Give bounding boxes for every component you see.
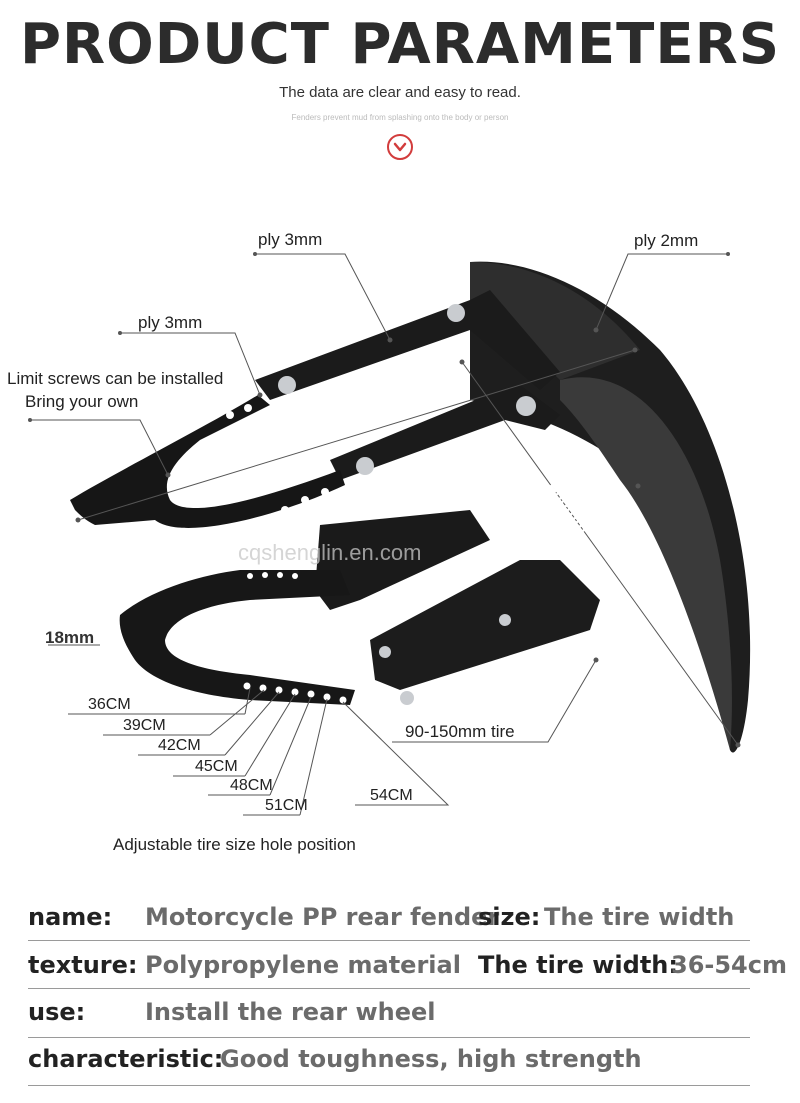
spec-row-name: name: Motorcycle PP rear fender size: Th… bbox=[28, 903, 734, 931]
hole-36-label: 36CM bbox=[88, 696, 131, 713]
width-label: 18mm bbox=[45, 628, 95, 647]
spec-size-value: The tire width bbox=[544, 903, 735, 931]
spec-size-key: size: bbox=[478, 903, 541, 931]
bring-own-label: Bring your own bbox=[25, 392, 139, 411]
hole-51-label: 51CM bbox=[265, 797, 308, 814]
ply-right-label: ply 2mm bbox=[634, 231, 699, 250]
chevron-down-icon[interactable] bbox=[387, 134, 413, 160]
spec-name-key: name: bbox=[28, 903, 113, 931]
spec-divider bbox=[28, 1085, 750, 1086]
fender-diagram bbox=[28, 252, 751, 816]
ply-left-label: ply 3mm bbox=[138, 313, 203, 332]
ply-top-label: ply 3mm bbox=[258, 230, 323, 249]
spec-row-texture: texture: Polypropylene material The tire… bbox=[28, 951, 787, 979]
hole-48-label: 48CM bbox=[230, 777, 273, 794]
spec-texture-value: Polypropylene material bbox=[145, 951, 461, 979]
spec-use-value: Install the rear wheel bbox=[145, 998, 436, 1026]
hole-39-label: 39CM bbox=[123, 717, 166, 734]
limit-screws-label: Limit screws can be installed bbox=[7, 369, 224, 388]
watermark: cqshenglin.en.com bbox=[238, 540, 422, 565]
hole-42-label: 42CM bbox=[158, 737, 201, 754]
spec-row-use: use: Install the rear wheel bbox=[28, 998, 436, 1026]
leader-dots bbox=[28, 252, 741, 748]
leader-lines bbox=[30, 253, 739, 816]
spec-char-value: Good toughness, high strength bbox=[220, 1045, 642, 1073]
spec-name-value: Motorcycle PP rear fender bbox=[145, 903, 500, 931]
page-subtitle: The data are clear and easy to read. bbox=[279, 84, 521, 101]
spec-width-key: The tire width: bbox=[478, 951, 678, 979]
page-note: Fenders prevent mud from splashing onto … bbox=[291, 113, 509, 122]
spec-divider bbox=[28, 940, 750, 941]
hole-caption: Adjustable tire size hole position bbox=[113, 835, 356, 854]
spec-char-key: characteristic: bbox=[28, 1045, 224, 1073]
spec-divider bbox=[28, 1037, 750, 1038]
tire-label: 90-150mm tire bbox=[405, 722, 515, 741]
upper-bracket bbox=[70, 290, 560, 528]
hole-45-label: 45CM bbox=[195, 758, 238, 775]
spec-width-value: 36-54cm bbox=[671, 951, 787, 979]
page-title: PRODUCT PARAMETERS bbox=[19, 12, 781, 77]
spec-divider bbox=[28, 988, 750, 989]
spec-texture-key: texture: bbox=[28, 951, 138, 979]
spec-row-characteristic: characteristic: Good toughness, high str… bbox=[28, 1045, 642, 1073]
lower-bracket bbox=[119, 510, 600, 705]
hole-54-label: 54CM bbox=[370, 787, 413, 804]
spec-use-key: use: bbox=[28, 998, 86, 1026]
